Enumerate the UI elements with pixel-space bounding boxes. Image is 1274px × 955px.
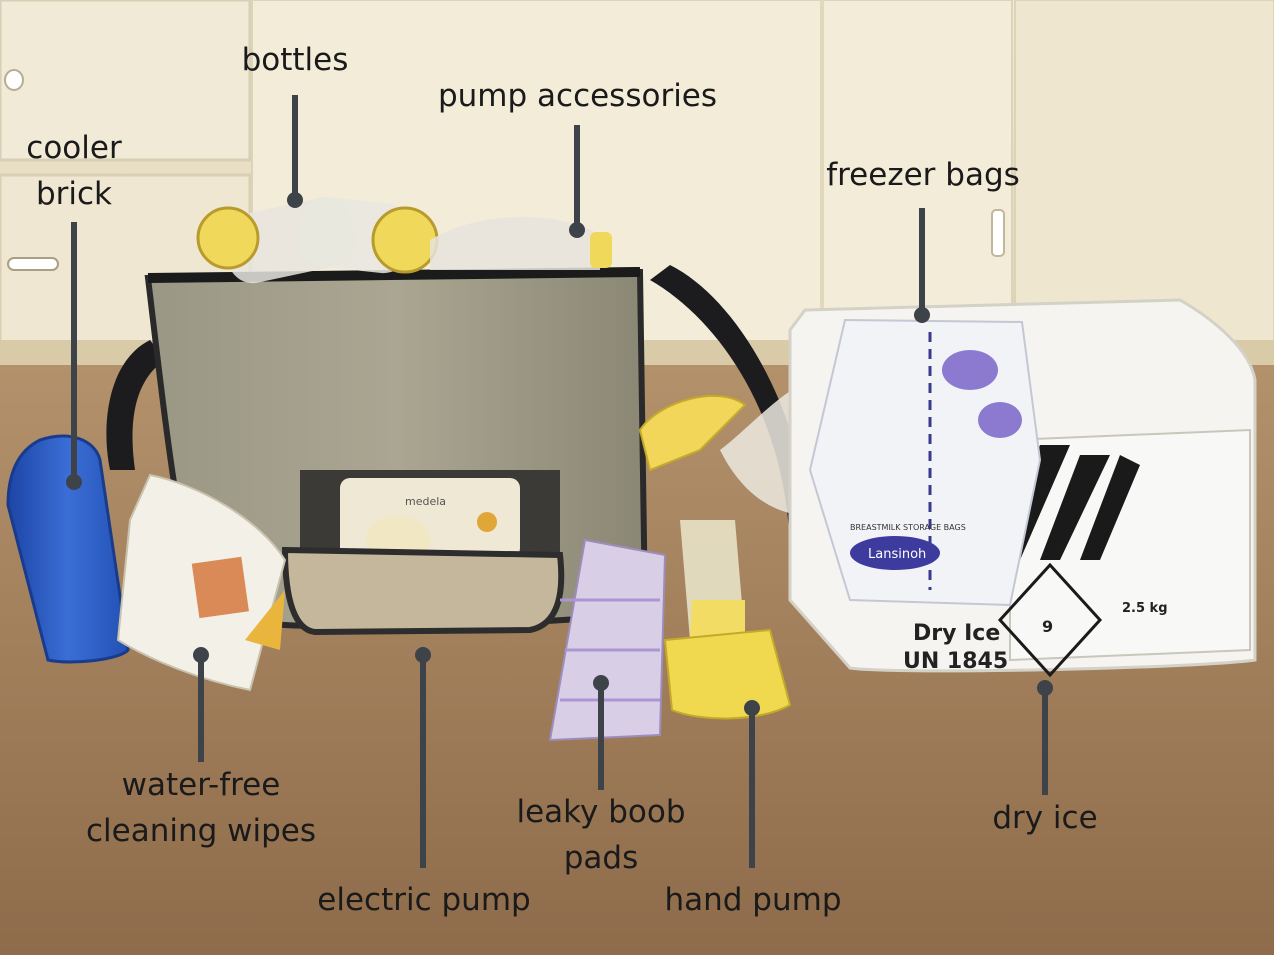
bottles (196, 196, 439, 284)
label-leaky-pads: leaky boob pads (490, 789, 712, 881)
freezer-bag: Lansinoh BREASTMILK STORAGE BAGS (808, 318, 1042, 607)
label-freezer-bags: freezer bags (808, 152, 1038, 198)
callout-bottles (287, 95, 303, 208)
dry-ice-text: Dry Ice (913, 621, 1000, 646)
label-bottles-text: bottles (241, 42, 349, 78)
label-cooler-brick-line2: brick (35, 176, 113, 212)
callout-leaky-pads (593, 675, 609, 790)
label-hand-pump-text: hand pump (664, 882, 842, 918)
label-pump-accessories-text: pump accessories (437, 78, 718, 114)
label-electric-pump-text: electric pump (317, 882, 531, 918)
callout-dry-ice (1037, 680, 1053, 795)
callout-freezer-bags (914, 208, 930, 323)
bag-front-pocket (281, 546, 565, 636)
callout-hand-pump (744, 700, 760, 868)
hazard-class-text: 9 (1042, 617, 1053, 636)
label-wipes: water-free cleaning wipes (60, 762, 342, 854)
callout-electric-pump (415, 647, 431, 868)
drawer-handle (7, 257, 59, 271)
wipes-pack (116, 473, 287, 692)
cabinet-hinge (991, 209, 1005, 257)
bag-brand-text: Lansinoh (868, 547, 926, 562)
un-number-text: UN 1845 (903, 649, 1008, 674)
label-dry-ice-text: dry ice (992, 800, 1098, 836)
cabinet-knob (4, 69, 24, 91)
label-freezer-bags-text: freezer bags (826, 157, 1020, 193)
cooler-brick (6, 434, 130, 664)
nursing-pads (548, 538, 667, 742)
label-leaky-pads-line1: leaky boob (516, 794, 686, 830)
label-leaky-pads-line2: pads (563, 840, 639, 876)
callout-wipes (193, 647, 209, 762)
label-electric-pump: electric pump (300, 877, 548, 923)
label-bottles: bottles (215, 37, 375, 83)
callout-pump-accessories (569, 125, 585, 238)
weight-text: 2.5 kg (1122, 601, 1168, 616)
label-wipes-line1: water-free (121, 767, 281, 803)
label-dry-ice: dry ice (975, 795, 1115, 841)
pump-accessories (430, 216, 612, 270)
label-cooler-brick: cooler brick (4, 125, 144, 217)
label-cooler-brick-line1: cooler (26, 130, 122, 166)
bag-title-text: BREASTMILK STORAGE BAGS (850, 523, 966, 532)
pump-brand-text: medela (405, 495, 446, 508)
label-wipes-line2: cleaning wipes (85, 813, 317, 849)
label-pump-accessories: pump accessories (420, 73, 735, 119)
callout-cooler-brick (66, 222, 82, 490)
label-hand-pump: hand pump (648, 877, 858, 923)
